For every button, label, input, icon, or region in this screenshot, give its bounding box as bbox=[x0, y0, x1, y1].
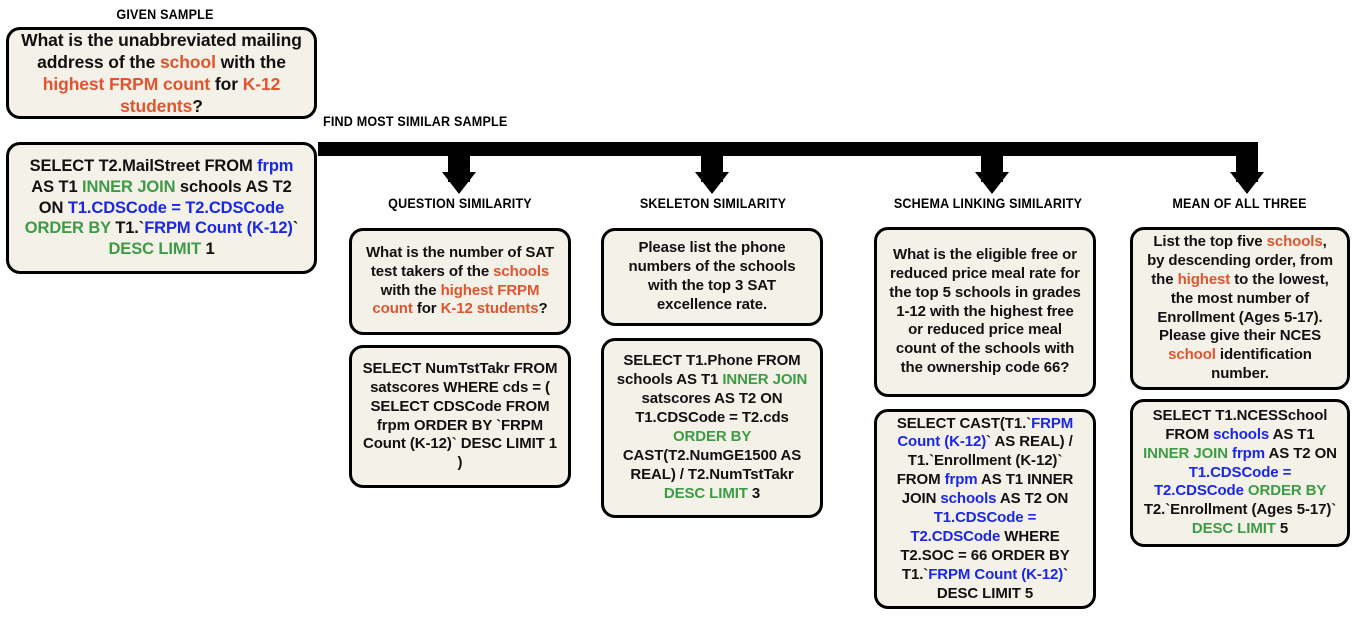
skeleton-similarity-question-text: Please list the phone numbers of the sch… bbox=[628, 239, 796, 313]
question-similarity-sql-text: SELECT NumTstTakr FROM satscores WHERE c… bbox=[362, 359, 558, 472]
mean-of-all-three-sql-text: SELECT T1.NCESSchool FROM schools AS T1 … bbox=[1143, 406, 1337, 538]
question-similarity-question-box: What is the number of SAT test takers of… bbox=[349, 228, 571, 335]
given-sample-question-text: What is the unabbreviated mailing addres… bbox=[21, 29, 302, 117]
question-similarity-question-text: What is the number of SAT test takers of… bbox=[365, 243, 555, 318]
column-heading-skeleton-similarity: SKELETON SIMILARITY bbox=[639, 196, 787, 211]
column-heading-mean-of-all-three: MEAN OF ALL THREE bbox=[1172, 196, 1307, 211]
given-sample-sql-box: SELECT T2.MailStreet FROM frpm AS T1 INN… bbox=[6, 142, 317, 274]
mean-of-all-three-question-box: List the top five schools, by descending… bbox=[1130, 227, 1350, 390]
mean-of-all-three-sql-box: SELECT T1.NCESSchool FROM schools AS T1 … bbox=[1130, 399, 1350, 547]
question-similarity-sql-box: SELECT NumTstTakr FROM satscores WHERE c… bbox=[349, 345, 571, 488]
given-sample-sql-text: SELECT T2.MailStreet FROM frpm AS T1 INN… bbox=[24, 157, 299, 259]
schema-linking-question-text: What is the eligible free or reduced pri… bbox=[889, 245, 1081, 377]
schema-linking-sql-text: SELECT CAST(T1.`FRPM Count (K-12)` AS RE… bbox=[896, 414, 1074, 602]
given-sample-question-box: What is the unabbreviated mailing addres… bbox=[6, 27, 317, 119]
arrow-head-2 bbox=[695, 172, 729, 194]
skeleton-similarity-sql-text: SELECT T1.Phone FROM schools AS T1 INNER… bbox=[616, 352, 808, 502]
skeleton-similarity-question-box: Please list the phone numbers of the sch… bbox=[601, 228, 823, 326]
given-sample-heading: GIVEN SAMPLE bbox=[116, 7, 214, 22]
schema-linking-sql-box: SELECT CAST(T1.`FRPM Count (K-12)` AS RE… bbox=[874, 409, 1096, 609]
arrow-head-1 bbox=[442, 172, 476, 194]
arrow-head-3 bbox=[975, 172, 1009, 194]
distribution-bus-bar bbox=[318, 142, 1258, 156]
column-heading-schema-linking-similarity: SCHEMA LINKING SIMILARITY bbox=[893, 196, 1083, 211]
mean-of-all-three-question-text: List the top five schools, by descending… bbox=[1147, 232, 1333, 383]
schema-linking-question-box: What is the eligible free or reduced pri… bbox=[874, 227, 1096, 397]
find-most-similar-heading: FIND MOST SIMILAR SAMPLE bbox=[323, 114, 508, 129]
skeleton-similarity-sql-box: SELECT T1.Phone FROM schools AS T1 INNER… bbox=[601, 338, 823, 518]
column-heading-question-similarity: QUESTION SIMILARITY bbox=[388, 196, 532, 211]
arrow-head-4 bbox=[1230, 172, 1264, 194]
